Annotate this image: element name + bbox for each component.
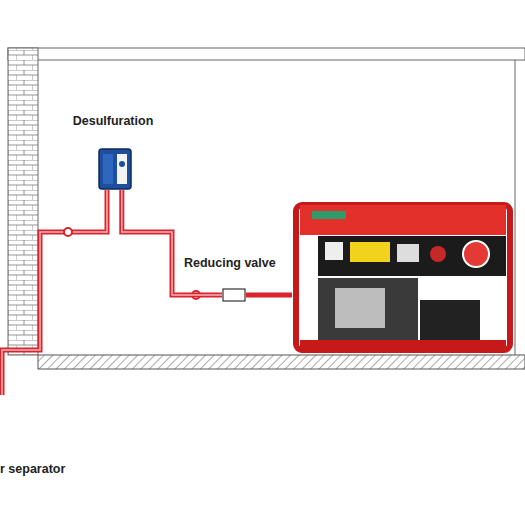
engine bbox=[318, 278, 418, 348]
tank-panel bbox=[117, 154, 127, 184]
tank-panel bbox=[103, 154, 113, 184]
gas-pipe bbox=[2, 190, 107, 395]
panel-meter bbox=[397, 244, 419, 262]
pipe-highlight bbox=[122, 190, 222, 295]
panel-switch bbox=[325, 242, 343, 260]
generator-frame bbox=[296, 205, 510, 350]
pipe-fitting bbox=[192, 291, 200, 299]
panel-socket bbox=[463, 241, 489, 267]
node-heading: Desulfuration bbox=[73, 114, 154, 128]
node-heading: Reducing valve bbox=[184, 256, 276, 270]
generator-logo bbox=[312, 211, 346, 219]
panel-sticker bbox=[350, 242, 390, 262]
generator bbox=[296, 205, 510, 350]
desulfuration-unit: Desulfuration bbox=[98, 148, 132, 190]
control-panel bbox=[318, 236, 506, 276]
generator-tank bbox=[300, 205, 506, 235]
gas-pipe-connector bbox=[122, 190, 222, 295]
generator-base bbox=[300, 340, 506, 350]
engine-cover bbox=[335, 288, 385, 328]
node-shape bbox=[98, 148, 132, 190]
floor bbox=[38, 355, 525, 369]
valve-body bbox=[223, 289, 245, 301]
part-label: r separator bbox=[0, 462, 65, 476]
pipe-fitting bbox=[64, 228, 72, 236]
reducing-valve: Reducing valve bbox=[222, 288, 246, 302]
ceiling bbox=[8, 48, 525, 60]
node-shape bbox=[222, 288, 246, 302]
tank-gauge bbox=[119, 161, 125, 167]
pipe-line bbox=[122, 190, 222, 295]
right-wall bbox=[515, 60, 516, 355]
gas-pipe bbox=[246, 293, 292, 298]
tank-body bbox=[99, 149, 131, 189]
gas-pipe-highlight bbox=[2, 190, 107, 395]
panel-knob bbox=[430, 246, 446, 262]
brick-wall bbox=[8, 48, 38, 355]
battery bbox=[420, 300, 480, 345]
